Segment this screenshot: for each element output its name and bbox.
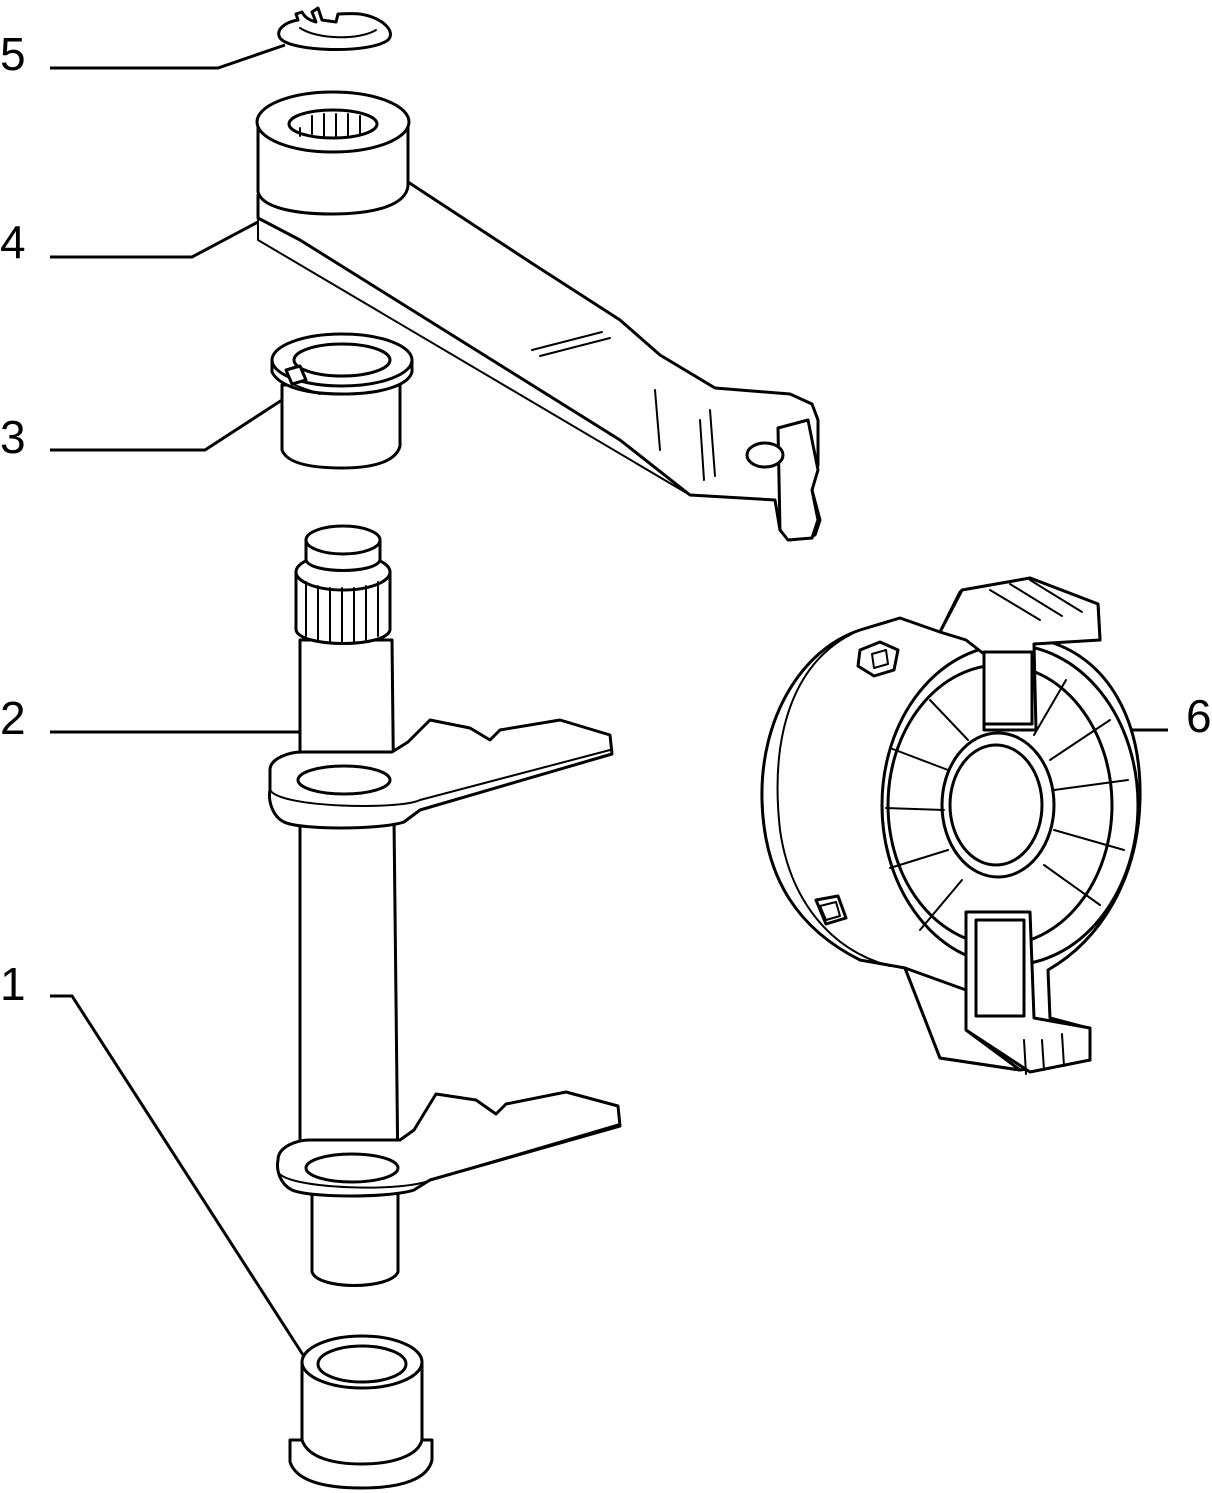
leader-line-3 — [50, 398, 283, 452]
callout-label-4: 4 — [0, 216, 26, 268]
callout-label-3: 3 — [0, 411, 26, 463]
leader-line-5 — [50, 43, 286, 70]
leader-line-4 — [50, 220, 259, 259]
callout-label-2: 2 — [0, 692, 26, 744]
lower-bushing-part-1 — [288, 1334, 434, 1490]
upper-bushing-part-3 — [270, 332, 414, 470]
callout-label-6: 6 — [1186, 690, 1212, 742]
callout-label-5: 5 — [0, 28, 26, 80]
circlip-part-5 — [277, 6, 392, 52]
callout-label-1: 1 — [0, 958, 26, 1010]
leader-line-1 — [50, 994, 307, 1359]
shift-shaft-part-2 — [268, 524, 622, 1287]
selector-housing-part-6 — [760, 576, 1142, 1075]
lever-arm-part-4 — [255, 90, 822, 542]
